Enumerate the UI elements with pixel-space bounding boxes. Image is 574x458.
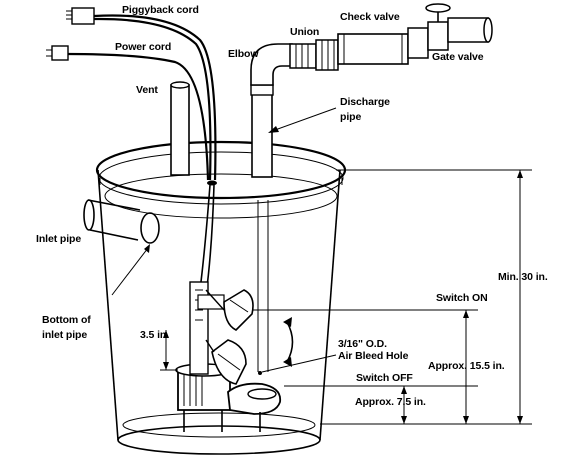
- label-bottom-inlet-2: inlet pipe: [42, 329, 87, 341]
- sump-basin: [95, 140, 347, 455]
- label-3-5-in: 3.5 in.: [140, 329, 169, 341]
- dimension-lines: [160, 169, 532, 425]
- label-union: Union: [290, 26, 319, 38]
- label-elbow: Elbow: [228, 48, 259, 60]
- label-bottom-inlet-1: Bottom of: [42, 314, 91, 326]
- sump-pump: [175, 281, 282, 432]
- float-travel-arrow: [283, 317, 294, 367]
- vent-pipe: [170, 81, 190, 176]
- diagram-labels: Piggyback cord Power cord Vent Elbow Uni…: [36, 4, 548, 408]
- horizontal-discharge-line: [289, 3, 493, 71]
- label-inlet-pipe: Inlet pipe: [36, 233, 81, 245]
- label-approx-15-5: Approx. 15.5 in.: [428, 360, 505, 372]
- label-air-bleed-2: Air Bleed Hole: [338, 350, 409, 362]
- label-power-cord: Power cord: [115, 41, 171, 53]
- discharge-pipe: [250, 84, 274, 372]
- leader-lines: [111, 107, 337, 375]
- label-approx-7-5: Approx. 7.5 in.: [355, 396, 426, 408]
- label-air-bleed-1: 3/16" O.D.: [338, 338, 387, 350]
- label-check-valve: Check valve: [340, 11, 400, 23]
- label-min-30: Min. 30 in.: [498, 271, 548, 283]
- inlet-pipe: [83, 199, 160, 244]
- label-vent: Vent: [136, 84, 158, 96]
- label-switch-off: Switch OFF: [356, 372, 413, 384]
- label-discharge-pipe-2: pipe: [340, 111, 361, 123]
- label-gate-valve: Gate valve: [432, 51, 484, 63]
- label-switch-on: Switch ON: [436, 292, 488, 304]
- label-discharge-pipe-1: Discharge: [340, 96, 390, 108]
- label-piggyback-cord: Piggyback cord: [122, 4, 199, 16]
